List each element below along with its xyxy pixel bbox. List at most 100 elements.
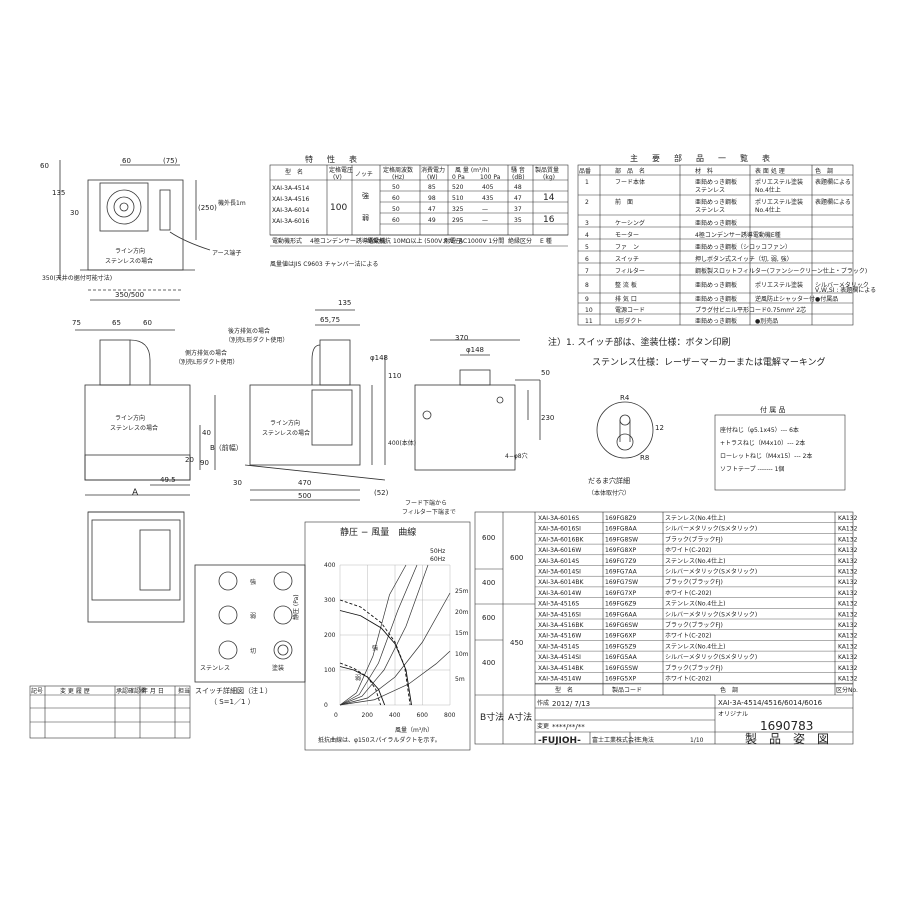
spec-header-notch: ノッチ [355,171,373,178]
dim-r4: R4 [620,394,630,402]
parts-cell: 7 [585,268,589,275]
front-view [75,329,216,496]
model-cell: XAI-3A-4514SI [538,654,581,661]
parts-cell: 8 [585,282,589,289]
parts-header: 品番部 品 名材 料表 面 処 理色 調 [579,167,833,175]
parts-cell: ポリエステル塗装 [755,281,803,289]
chart-x-tick: 400 [389,712,401,719]
dim-b-front: B（前幅） [210,443,243,452]
model-header-code: 製品コード [612,686,642,694]
model-cell: KA132 [838,569,858,576]
dim-350-500: 350/500 [115,291,144,299]
model-cell: ブラック(ブラックFJ) [665,621,723,629]
model-cell: ホワイト(C-202) [665,590,712,597]
dim-350v: 350(天井の据付可能寸法) [42,274,112,282]
rear-exhaust-label: 後方排気の場合 [228,327,270,335]
revision-header-cell: 担当 [178,687,190,695]
fan-curve-0 [339,610,412,706]
parts-cell: No.4仕上 [755,206,781,214]
parts-cell: 3 [585,220,589,227]
model-cell: 169FG7Z9 [605,558,636,565]
model-cell: 169FG7SW [605,579,638,586]
model-cell: 169FG6Z9 [605,601,636,608]
spec-motor-type-label: 電動機形式 [272,237,302,245]
parts-cell: 亜鉛めっき鋼板 [695,198,737,206]
revision-header-cell: 変 更 履 歴 [60,687,90,695]
model-cell: 169FG8Z9 [605,515,636,522]
parts-cell: 10 [585,307,593,314]
spec-insulation-label: 絶縁抵抗 [367,237,391,245]
parts-table-title: 主 要 部 品 一 覧 表 [630,153,773,163]
dim-65-75: 65,75 [320,316,340,324]
spec-class: E 種 [540,237,552,245]
parts-cell: 整 流 板 [615,281,637,289]
keyhole-detail [596,401,654,459]
a-value-2: 400 [482,579,495,587]
parts-header-cell: 品番 [579,168,591,175]
model-cell: KA132 [838,622,858,629]
spec-cell: 60 [392,195,400,202]
accessories-title: 付 属 品 [760,405,785,414]
changed-label: 変更 [537,722,549,730]
model-cell: ブラック(ブラックFJ) [665,578,723,586]
parts-cell: 電源コード [615,306,645,314]
model-cell: XAI-3A-4514BK [538,665,584,672]
model-cell: XAI-3A-4516W [538,633,581,640]
accessory-1: 座付ねじ（φ5.1x45）--- 6本 [720,426,799,434]
spec-cell: 47 [428,206,436,213]
parts-cell: 亜鉛めっき鋼板（シロッコファン） [695,243,791,251]
model-cell: ステンレス(No.4仕上) [665,514,725,522]
parts-cell: 11 [585,318,593,325]
revision-header: 記号変 更 履 歴承認確認欄年 月 日担当 [31,687,190,695]
model-cell: 169FG7XP [605,590,636,597]
changed-date: ****/**/** [552,723,585,731]
spec-cell: 47 [514,195,522,202]
parts-cell: 亜鉛めっき鋼板 [695,295,737,303]
created-date: 2012/ 7/13 [552,700,590,708]
revision-table-grid [29,685,191,739]
title-models: XAI-3A-4514/4516/6014/6016 [718,699,823,707]
model-cell: KA132 [838,633,858,640]
parts-cell: 前 面 [615,198,633,206]
parts-cell: 1 [585,179,589,186]
spec-header-voltage: 定格電圧 [329,166,353,174]
spec-withstand-label: 耐電圧 [444,237,462,245]
rear-view [414,339,541,471]
top-view [59,160,211,301]
model-cell: XAI-3A-4516SI [538,611,581,618]
model-cell: KA132 [838,611,858,618]
model-header-color: 色 調 [720,686,738,694]
a-value-1: 600 [482,534,495,542]
dim-30b: 30 [233,479,242,487]
spec-cell: 405 [482,184,494,191]
model-cell: ホワイト(C-202) [665,676,712,683]
model-cell: シルバーメタリック(Sメタリック) [665,568,757,576]
spec-motor-type: 4極コンデンサー誘導電動機 [310,237,386,245]
parts-cell: 亜鉛めっき鋼板 [695,281,737,289]
model-cell: 169FG5Z9 [605,643,636,650]
parts-cell: L形ダクト [615,317,642,325]
spec-cell: — [482,206,488,213]
filter-bottom-2: フィルター下端まで [402,508,456,516]
dim-370: 370 [455,334,468,342]
dim-230: 230 [541,414,554,422]
parts-cell: 表題欄による [815,178,851,186]
parts-cell: 4 [585,232,589,239]
dim-30: 30 [70,209,79,217]
spec-cell: 35 [514,217,522,224]
model-cell: ブラック(ブラックFJ) [665,664,723,672]
accessory-2: +トラスねじ（M4x10）--- 2本 [720,439,805,447]
model-cell: ホワイト(C-202) [665,547,712,554]
model-cell: XAI-3A-4516BK [538,622,584,629]
chart-y-tick: 0 [324,702,328,709]
spec-header-model: 型 名 [285,168,303,176]
parts-cell: シルバーメタリック [815,281,869,289]
model-cell: シルバーメタリック(Sメタリック) [665,653,757,661]
spec-cell: 50 [392,184,400,191]
dim-135: 135 [52,189,65,197]
accessory-3: ローレットねじ（M4x15）--- 2本 [720,452,812,460]
duct-curve-20m [339,564,418,706]
spec-class-label: 絶縁区分 [508,237,532,245]
model-cell: XAI-3A-6016W [538,547,581,554]
